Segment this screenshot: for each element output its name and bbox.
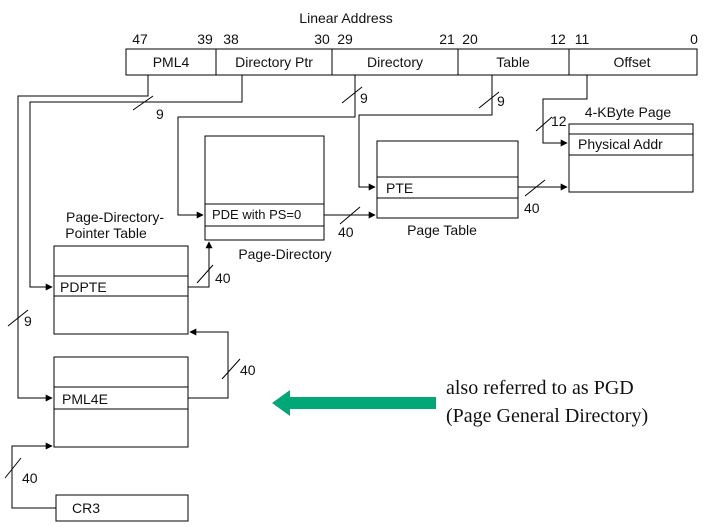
dirptr-index-line — [29, 75, 243, 291]
page-directory-entry-pde: PDE with PS=0 — [212, 207, 301, 222]
pml4-index-line — [17, 75, 149, 402]
offset-line — [542, 75, 588, 147]
width-label-dir-index: 9 — [360, 90, 368, 106]
pdpte-to-pd-line — [188, 241, 213, 288]
width-label-offset: 12 — [551, 113, 567, 129]
pml4e-to-pdpt-line — [188, 328, 229, 399]
bit-label-0: 0 — [690, 31, 698, 47]
linear-address-title: Linear Address — [299, 10, 392, 26]
width-label-pml4-index-lower: 9 — [24, 313, 32, 329]
field-label-directory: Directory — [367, 54, 423, 70]
bit-label-20: 20 — [462, 31, 478, 47]
pdpt-entry-pdpte: PDPTE — [60, 279, 107, 295]
page-table-entry-pte: PTE — [386, 180, 413, 196]
cr3-label: CR3 — [72, 500, 100, 516]
pml4-box — [53, 356, 189, 448]
annotation-arrow-icon — [272, 390, 436, 416]
width-label-table-index: 9 — [497, 93, 505, 109]
bit-label-30: 30 — [314, 31, 330, 47]
pdpt-title-line2: Pointer Table — [65, 225, 147, 241]
field-label-offset: Offset — [613, 54, 650, 70]
field-label-directory-ptr: Directory Ptr — [235, 54, 313, 70]
field-label-table: Table — [496, 54, 530, 70]
width-label-cr3-to-pml4: 40 — [22, 470, 38, 486]
width-label-pde-to-pt: 40 — [338, 224, 354, 240]
pdpt-title-line1: Page-Directory- — [66, 209, 164, 225]
bit-label-12: 12 — [550, 31, 566, 47]
pml4-entry-pml4e: PML4E — [62, 391, 108, 407]
page-entry-physical-addr: Physical Addr — [578, 136, 663, 152]
page-table-title: Page Table — [407, 222, 477, 238]
bit-label-21: 21 — [439, 31, 455, 47]
bit-label-39: 39 — [197, 31, 213, 47]
annotation-line1: also referred to as PGD — [446, 377, 634, 399]
linear-address-field-pml4 — [125, 48, 217, 76]
page-box — [568, 123, 694, 193]
bit-label-47: 47 — [132, 31, 148, 47]
page-directory-box — [204, 135, 325, 241]
annotation-line2: (Page General Directory) — [446, 405, 648, 427]
bit-label-11: 11 — [575, 31, 590, 47]
field-label-pml4: PML4 — [153, 54, 190, 70]
width-label-pte-to-page: 40 — [524, 200, 540, 216]
width-label-pdpte-to-pd: 40 — [215, 270, 231, 286]
page-table-box — [376, 140, 519, 219]
bit-label-38: 38 — [223, 31, 239, 47]
table-index-line — [358, 75, 493, 191]
linear-address-field-directory — [331, 48, 459, 76]
linear-address-field-offset — [568, 48, 698, 76]
page-title: 4-KByte Page — [585, 104, 672, 120]
width-label-pml4e-to-pdpt: 40 — [240, 362, 256, 378]
bit-label-29: 29 — [337, 31, 353, 47]
cr3-to-pml4-line — [11, 442, 56, 509]
pdpt-box — [53, 245, 189, 335]
linear-address-field-directory-ptr — [215, 48, 333, 76]
dir-index-line — [177, 75, 356, 219]
page-directory-title: Page-Directory — [238, 246, 331, 262]
width-label-pml4-index: 9 — [156, 106, 164, 122]
